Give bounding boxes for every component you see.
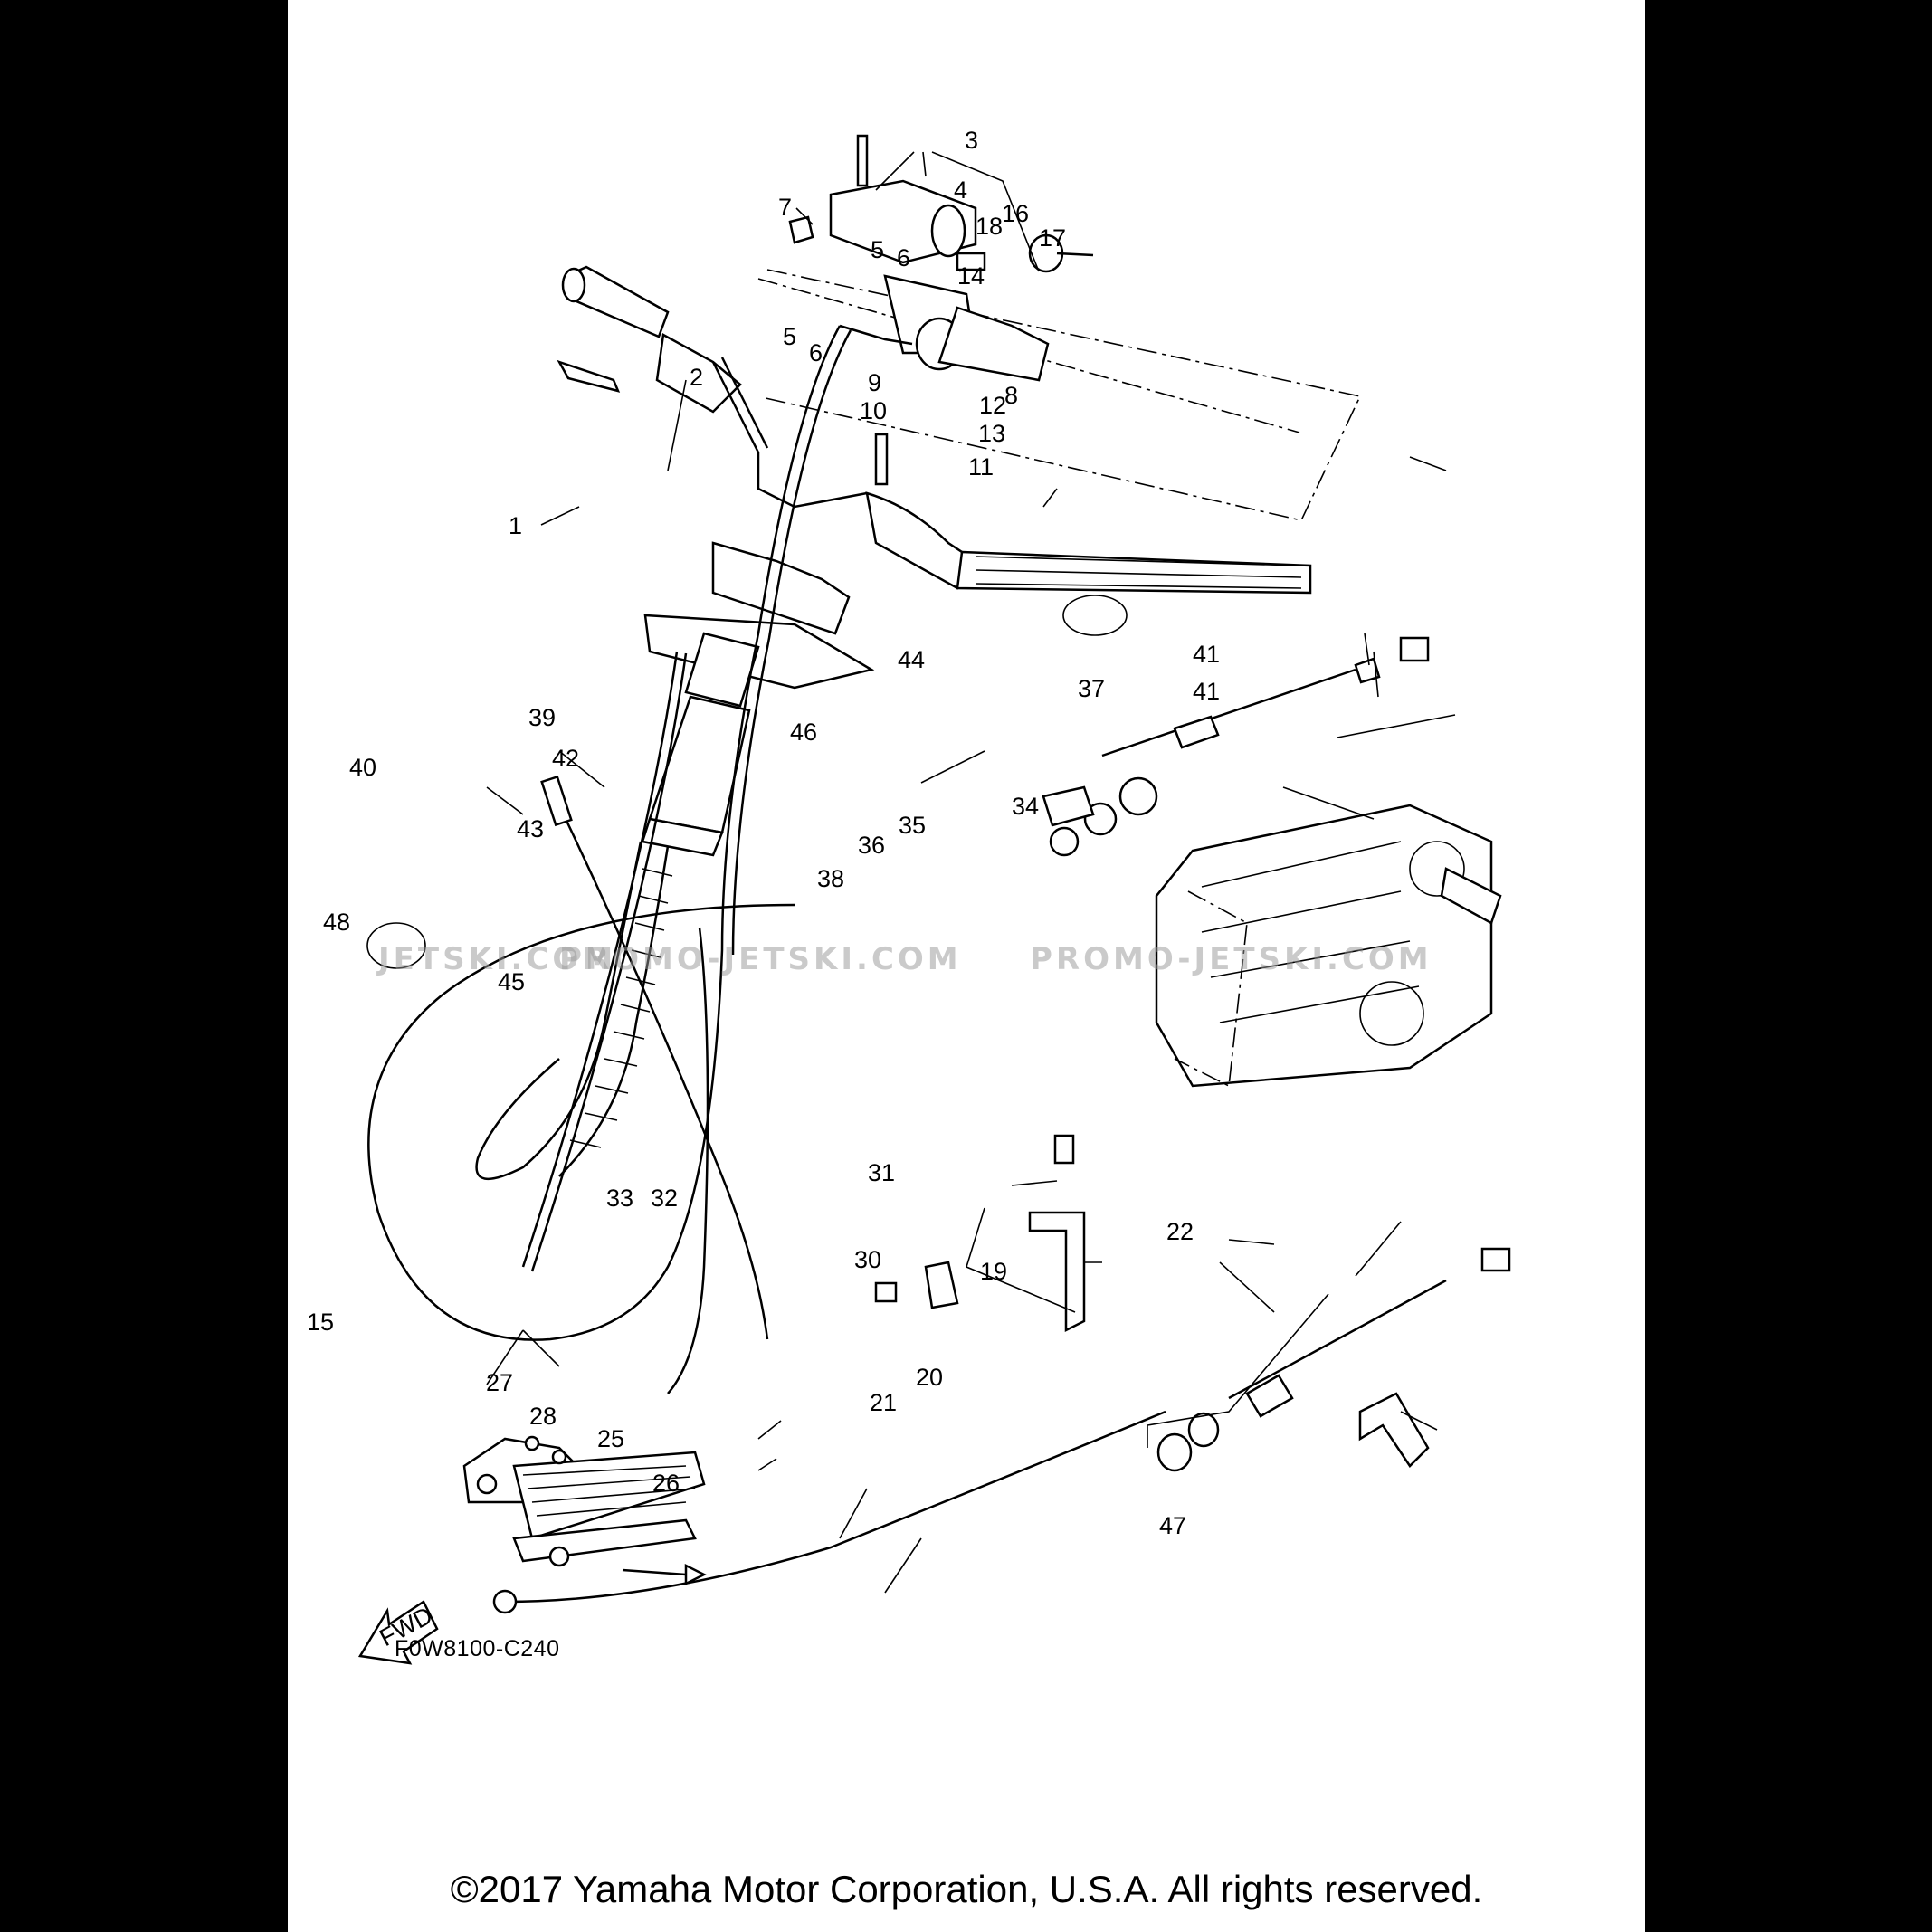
- part-label-1: 1: [509, 512, 522, 539]
- exploded-parts-diagram: FWD 123456567891011121314161718151920212…: [307, 127, 1511, 1665]
- part-label-15: 15: [307, 1309, 334, 1336]
- left-grip: [557, 265, 742, 414]
- watermark-1: JETSKI.COM: [378, 941, 617, 977]
- part-label-38: 38: [817, 865, 844, 892]
- drawing-code: F0W8100-C240: [395, 1636, 560, 1661]
- part-number-labels: 1234565678910111213141617181519202122232…: [307, 127, 1220, 1539]
- part-label-41: 41: [1193, 641, 1220, 668]
- part-label-28: 28: [529, 1403, 557, 1430]
- part-label-31: 31: [868, 1159, 895, 1186]
- part-label-8: 8: [1004, 382, 1018, 409]
- part-label-33: 33: [606, 1185, 633, 1212]
- part-label-10: 10: [860, 397, 887, 424]
- part-label-11: 11: [968, 453, 994, 481]
- part-label-35: 35: [899, 812, 926, 839]
- part-label-30: 30: [854, 1246, 881, 1273]
- part-label-26: 26: [652, 1470, 680, 1497]
- part-label-44: 44: [898, 646, 925, 673]
- part-label-47: 47: [1159, 1512, 1186, 1539]
- part-label-2: 2: [690, 364, 703, 391]
- tie-44: [1062, 595, 1128, 636]
- part-label-22: 22: [1166, 1218, 1194, 1245]
- watermark-3: PROMO-JETSKI.COM: [1030, 941, 1432, 977]
- part-label-37: 37: [1078, 675, 1105, 702]
- part-label-41: 41: [1193, 678, 1220, 705]
- part-label-32: 32: [651, 1185, 678, 1212]
- part-label-21: 21: [870, 1389, 897, 1416]
- nut-21: [1156, 1432, 1193, 1472]
- part-label-27: 27: [486, 1369, 513, 1396]
- part-label-6: 6: [897, 244, 910, 271]
- bolt-31: [1053, 1134, 1075, 1165]
- part-label-13: 13: [978, 420, 1005, 447]
- part-label-20: 20: [916, 1364, 943, 1391]
- part-label-7: 7: [778, 194, 792, 221]
- part-label-14: 14: [957, 262, 985, 290]
- band-48: [366, 922, 426, 969]
- handlebar-group-outline: [765, 269, 1362, 521]
- copyright-notice: ©2017 Yamaha Motor Corporation, U.S.A. A…: [450, 1868, 1483, 1910]
- part-label-3: 3: [965, 127, 978, 154]
- nut-35: [1118, 776, 1158, 816]
- part-label-9: 9: [868, 369, 881, 396]
- throttle-cable-loop: [367, 325, 842, 1341]
- clip-32: [924, 1261, 959, 1309]
- watermark-2: PROMO-JETSKI.COM: [559, 941, 962, 977]
- nut-38: [1049, 826, 1080, 857]
- part-label-5: 5: [871, 236, 884, 263]
- lower-cable: [504, 1410, 1166, 1604]
- part-label-36: 36: [858, 832, 885, 859]
- cable-wrap: [475, 841, 642, 1181]
- part-label-6: 6: [809, 339, 823, 366]
- part-label-40: 40: [349, 754, 376, 781]
- part-label-16: 16: [1002, 200, 1029, 227]
- throttle-housing: [788, 134, 1094, 273]
- part-label-39: 39: [528, 704, 556, 731]
- leader-lines: [486, 151, 1456, 1594]
- part-label-42: 42: [552, 745, 579, 772]
- carburetor-body: [1155, 804, 1502, 1088]
- part-label-17: 17: [1039, 224, 1066, 252]
- part-label-45: 45: [498, 968, 525, 995]
- cable-34: [1101, 636, 1430, 757]
- washer-20: [1187, 1412, 1220, 1448]
- part-label-48: 48: [323, 909, 350, 936]
- choke-cable: [557, 804, 769, 1340]
- steering-column: [641, 541, 875, 857]
- right-grip: [865, 491, 1312, 595]
- part-label-18: 18: [976, 213, 1003, 240]
- part-label-46: 46: [790, 719, 817, 746]
- pad-46: [1042, 785, 1095, 827]
- part-label-4: 4: [954, 176, 967, 204]
- part-label-19: 19: [980, 1258, 1007, 1285]
- part-label-25: 25: [597, 1425, 624, 1452]
- bracket-47: [1358, 1392, 1430, 1468]
- handlebar-tube: [711, 361, 868, 509]
- throttle-lever-assy: [839, 274, 1050, 486]
- lever-bracket: [462, 1437, 707, 1586]
- bracket-30: [1028, 1211, 1086, 1333]
- bolt-33: [874, 1281, 898, 1303]
- part-label-43: 43: [517, 815, 544, 842]
- part-label-5: 5: [783, 323, 796, 350]
- cable-19: [1228, 1247, 1511, 1418]
- lever-cable: [521, 651, 679, 1268]
- part-label-12: 12: [979, 392, 1006, 419]
- part-label-34: 34: [1012, 793, 1039, 820]
